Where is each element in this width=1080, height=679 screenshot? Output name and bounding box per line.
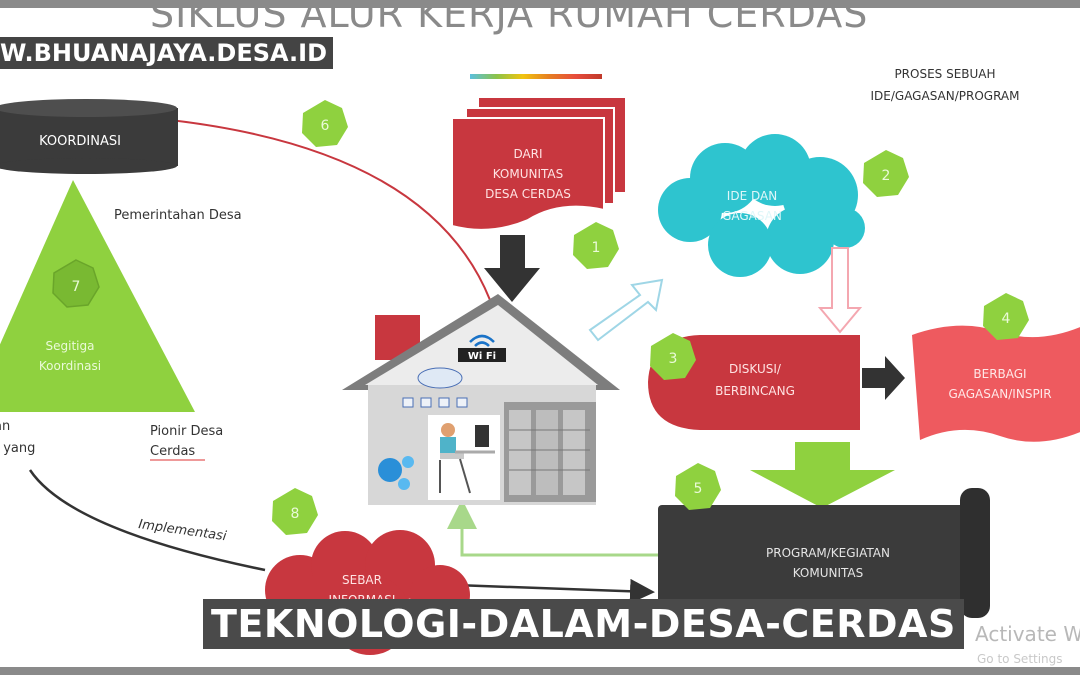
ide-line2: GAGASAN — [722, 209, 782, 223]
curve-implementasi — [28, 469, 266, 572]
left-partial-line2: t yang — [0, 441, 35, 456]
dari-line2: KOMUNITAS — [493, 167, 564, 181]
koordinasi-cylinder: KOORDINASI — [0, 99, 178, 174]
diagram-title: SIKLUS ALUR KERJA RUMAH CERDAS — [150, 0, 869, 36]
network-globe-icon — [378, 456, 414, 490]
diskusi-shape: DISKUSI/ BERBINCANG — [648, 335, 860, 430]
green-arrow-to-program — [750, 442, 895, 508]
rumah-cerdas-house: Wi Fi — [342, 294, 620, 505]
person-at-desk-icon — [428, 415, 500, 500]
diskusi-line2: BERBINCANG — [715, 384, 795, 398]
step-5-label: 5 — [694, 481, 703, 497]
hollow-arrow-down — [817, 247, 863, 334]
step-6-badge — [302, 100, 348, 147]
koordinasi-label: KOORDINASI — [39, 134, 121, 149]
pionir-line1: Pionir Desa — [150, 424, 223, 439]
curve-sebar-to-program — [454, 578, 655, 604]
title-color-bar — [470, 74, 602, 79]
step-3-label: 3 — [669, 351, 678, 367]
program-line1: PROGRAM/KEGIATAN — [766, 546, 890, 560]
step-8-label: 8 — [291, 506, 300, 522]
pemerintahan-label: Pemerintahan Desa — [114, 208, 242, 223]
berbagi-banner: BERBAGI GAGASAN/INSPIR — [912, 325, 1080, 442]
step-1-label: 1 — [592, 240, 601, 256]
cloud-icon — [417, 367, 463, 389]
dari-komunitas-docs: DARI KOMUNITAS DESA CERDAS — [451, 96, 627, 231]
pionir-line2: Cerdas — [150, 444, 195, 459]
curve-koordinasi-to-house — [169, 119, 491, 301]
step-badges: 1 2 3 4 5 6 8 — [272, 100, 1029, 535]
step-5-badge — [675, 463, 721, 510]
proses-line2: IDE/GAGASAN/PROGRAM — [870, 89, 1019, 103]
caption-banner: TEKNOLOGI-DALAM-DESA-CERDAS — [203, 599, 964, 649]
hollow-arrow-to-ide — [588, 278, 664, 342]
left-partial-line1: an — [0, 419, 10, 434]
site-watermark: W.BHUANAJAYA.DESA.ID — [0, 37, 334, 69]
segitiga-line2: Koordinasi — [39, 359, 101, 373]
segitiga-line1: Segitiga — [46, 339, 95, 353]
activate-windows-text: Activate W — [975, 622, 1080, 646]
step-4-label: 4 — [1002, 311, 1011, 327]
segitiga-triangle: 7 Segitiga Koordinasi — [0, 180, 195, 412]
dari-line3: DESA CERDAS — [485, 187, 571, 201]
step-3-badge — [650, 333, 696, 380]
server-icons — [402, 397, 468, 408]
wifi-icon — [469, 334, 495, 347]
wifi-label: Wi Fi — [468, 351, 496, 362]
step-2-badge — [863, 150, 909, 197]
step-7-label: 7 — [72, 279, 81, 295]
proses-line1: PROSES SEBUAH — [894, 67, 995, 81]
step-7-badge — [52, 259, 100, 308]
step-8-badge — [272, 488, 318, 535]
dari-line1: DARI — [513, 147, 542, 161]
sebar-line1: SEBAR — [342, 573, 382, 587]
step-1-badge — [573, 222, 619, 269]
berbagi-line1: BERBAGI — [973, 367, 1026, 381]
step-2-label: 2 — [882, 168, 891, 184]
program-line2: KOMUNITAS — [793, 566, 864, 580]
ide-gagasan-cloud: IDE DAN GAGASAN — [658, 134, 865, 277]
diskusi-line1: DISKUSI/ — [729, 362, 782, 376]
arrow-to-berbagi — [862, 356, 905, 400]
step-4-badge — [983, 293, 1029, 340]
bottom-frame-bar — [0, 667, 1080, 675]
berbagi-line2: GAGASAN/INSPIR — [948, 387, 1051, 401]
arrow-into-house — [484, 235, 540, 302]
step-6-label: 6 — [321, 118, 330, 134]
activate-windows-subtext: Go to Settings — [977, 652, 1063, 666]
top-frame-bar — [0, 0, 1080, 8]
archive-shelves-icon — [504, 402, 596, 502]
ide-line1: IDE DAN — [727, 189, 777, 203]
program-scroll: PROGRAM/KEGIATAN KOMUNITAS — [658, 488, 990, 618]
arrow-program-to-house — [447, 499, 660, 557]
